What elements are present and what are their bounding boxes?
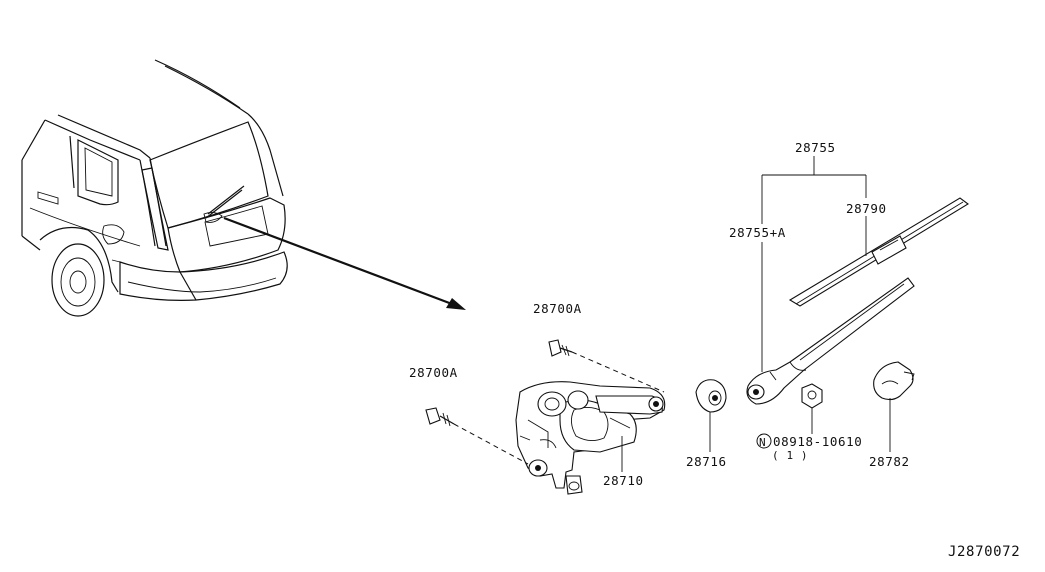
label-28710: 28710 [603, 473, 644, 488]
label-08918-qty: ( 1 ) [772, 449, 808, 462]
bolt-top-guide [571, 351, 665, 393]
bolt-top-icon [548, 339, 573, 357]
label-08918: 08918-10610 [773, 434, 862, 449]
label-28755a: 28755+A [729, 225, 786, 240]
label-28755: 28755 [795, 140, 836, 155]
n-mark-letter: N [759, 436, 766, 449]
label-28700a-top: 28700A [533, 301, 582, 316]
seal-icon [695, 379, 727, 413]
bolt-left-icon [425, 407, 455, 427]
n-mark-icon: N [756, 433, 772, 449]
wiper-motor-icon [515, 381, 666, 495]
wiper-arm-icon [746, 277, 915, 405]
bracket-28755 [761, 156, 867, 372]
label-28700a-left: 28700A [409, 365, 458, 380]
pivot-cap-icon [873, 361, 915, 401]
label-28716: 28716 [686, 454, 727, 469]
leader-arrow-icon [223, 216, 466, 310]
vehicle-icon [21, 59, 288, 317]
label-28782: 28782 [869, 454, 910, 469]
wiper-blade-icon [788, 197, 969, 307]
hex-nut-icon [801, 383, 823, 409]
drawing-id: J2870072 [948, 544, 1020, 560]
label-28790: 28790 [846, 201, 887, 216]
